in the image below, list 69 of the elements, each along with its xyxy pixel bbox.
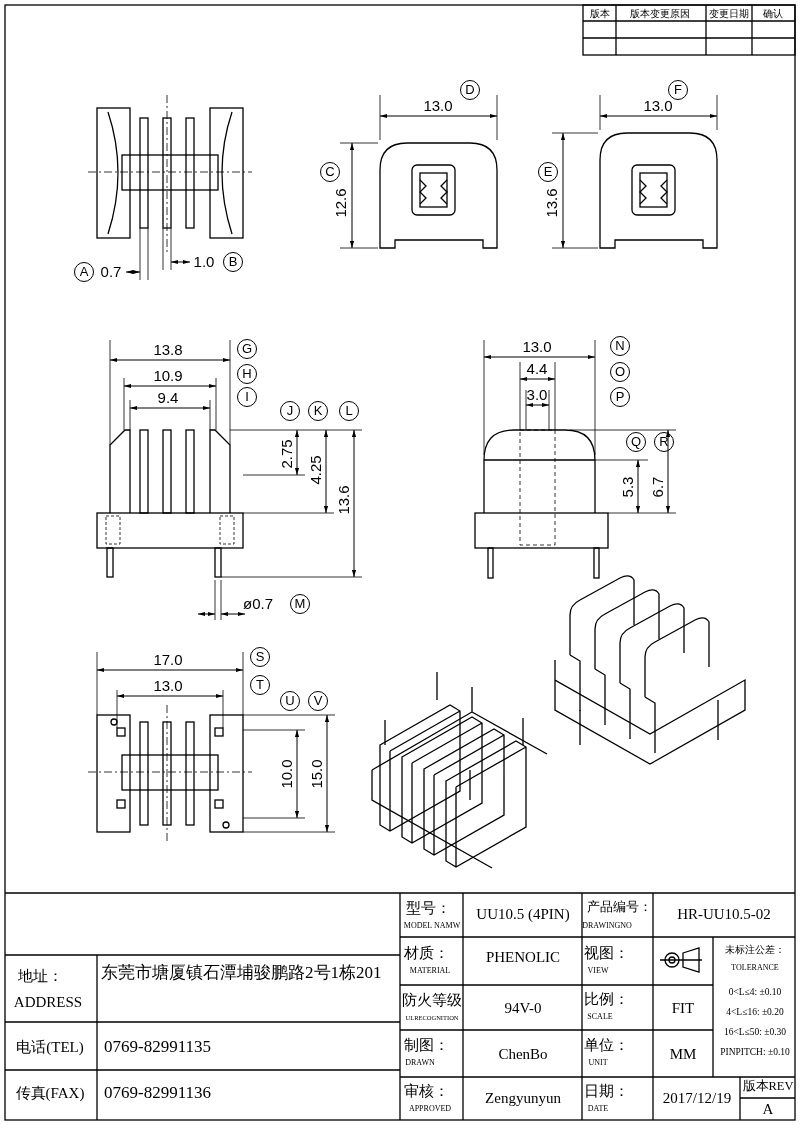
field-text: ADDRESS bbox=[13, 993, 83, 1011]
field-text: ChenBo bbox=[498, 1045, 548, 1063]
column-header: 版本 bbox=[590, 7, 610, 19]
dimension-value: 13.0 bbox=[522, 338, 552, 356]
dimension-value: 17.0 bbox=[153, 651, 183, 669]
dimension-value: 1.0 bbox=[193, 253, 215, 271]
field-subtitle: TOLERANCE bbox=[731, 963, 779, 973]
field-subtitle: DRAWN bbox=[405, 1058, 435, 1068]
field-text: 单位： bbox=[583, 1036, 629, 1054]
field-text: 审核： bbox=[403, 1082, 449, 1100]
field-text: Zengyunyun bbox=[485, 1089, 561, 1107]
field-text: 型号： bbox=[405, 899, 451, 917]
field-text: 比例： bbox=[583, 990, 629, 1008]
dimension-value: 13.0 bbox=[423, 97, 453, 115]
field-text: 视图： bbox=[583, 944, 629, 962]
field-text: FIT bbox=[671, 999, 695, 1017]
dimension-value: 13.8 bbox=[153, 341, 183, 359]
field-subtitle: MODEL NAMW bbox=[403, 921, 461, 931]
field-subtitle: DRAWINGNO bbox=[582, 921, 632, 931]
tolerance-text: 0<L≤4: ±0.10 bbox=[728, 986, 782, 998]
column-header: 确认 bbox=[763, 7, 783, 19]
field-text: 材质： bbox=[403, 944, 449, 962]
field-subtitle: VIEW bbox=[587, 966, 609, 976]
field-text: 产品编号： bbox=[586, 901, 652, 915]
field-subtitle: DATE bbox=[587, 1104, 609, 1114]
dimension-value: 3.0 bbox=[526, 386, 548, 404]
field-text: PHENOLIC bbox=[485, 948, 561, 966]
dimension-value: 13.6 bbox=[335, 485, 353, 515]
dimension-value: 6.7 bbox=[649, 476, 667, 498]
dimension-value: 15.0 bbox=[308, 759, 326, 789]
dimension-value: 10.9 bbox=[153, 367, 183, 385]
field-text: 传真(FAX) bbox=[15, 1084, 85, 1102]
field-subtitle: SCALE bbox=[587, 1012, 613, 1022]
dimension-value: 9.4 bbox=[157, 389, 179, 407]
field-text: 2017/12/19 bbox=[662, 1089, 732, 1107]
phone-number: 0769-82991135 bbox=[104, 1037, 212, 1057]
column-header: 版本变更原因 bbox=[630, 7, 690, 19]
dimension-value: 13.6 bbox=[543, 188, 561, 218]
dimension-value: 4.4 bbox=[526, 360, 548, 378]
field-text: 94V-0 bbox=[504, 999, 542, 1017]
tolerance-text: 4<L≤16: ±0.20 bbox=[726, 1006, 784, 1018]
field-text: 制图： bbox=[403, 1036, 449, 1054]
field-text: 电话(TEL) bbox=[16, 1038, 84, 1056]
dimension-value: 5.3 bbox=[619, 476, 637, 498]
tolerance-text: PINPITCH: ±0.10 bbox=[720, 1046, 790, 1058]
tolerance-text: 16<L≤50: ±0.30 bbox=[723, 1026, 787, 1038]
field-subtitle: APPROVED bbox=[408, 1104, 452, 1114]
dimension-value: 4.25 bbox=[307, 455, 325, 485]
phone-number: 0769-82991136 bbox=[104, 1083, 212, 1103]
dimension-value: 2.75 bbox=[278, 439, 296, 469]
field-text: 日期： bbox=[583, 1082, 629, 1100]
field-text: MM bbox=[669, 1045, 697, 1063]
dimension-value: 12.6 bbox=[332, 188, 350, 218]
field-subtitle: UNIT bbox=[588, 1058, 608, 1068]
field-text: 版本REV bbox=[742, 1080, 794, 1094]
field-text: 防火等级 bbox=[402, 991, 462, 1009]
field-text: 地址： bbox=[17, 967, 63, 985]
field-text: HR-UU10.5-02 bbox=[677, 905, 771, 923]
dimension-value: ø0.7 bbox=[243, 595, 273, 613]
dimension-value: 10.0 bbox=[278, 759, 296, 789]
tolerance-text: 未标注公差： bbox=[725, 944, 785, 956]
field-subtitle: MATERIAL bbox=[409, 966, 451, 976]
address-text: 东莞市塘厦镇石潭埔骏鹏路2号1栋201 bbox=[101, 962, 383, 984]
dimension-value: 13.0 bbox=[643, 97, 673, 115]
column-header: 变更日期 bbox=[709, 7, 749, 19]
field-text: A bbox=[762, 1100, 774, 1118]
dimension-value: 0.7 bbox=[100, 263, 122, 281]
dimension-value: 13.0 bbox=[153, 677, 183, 695]
field-text: UU10.5 (4PIN) bbox=[476, 905, 570, 923]
